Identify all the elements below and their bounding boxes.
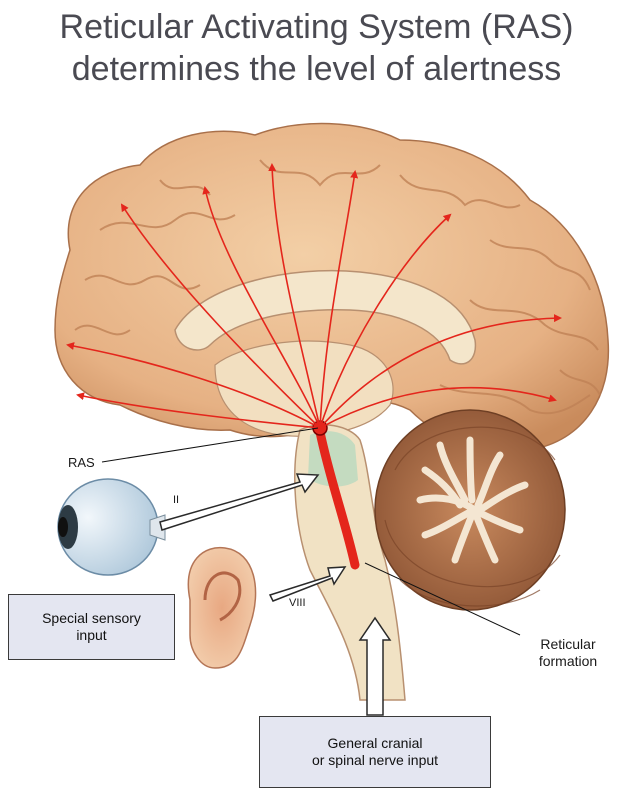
ras-label: RAS (68, 455, 95, 470)
special-sensory-line-2: input (76, 627, 107, 643)
input-arrows (159, 473, 392, 716)
eye-icon (57, 478, 166, 576)
nerve-viii-label: VIII (289, 597, 306, 609)
auditory-input-arrow (268, 566, 347, 602)
ear-icon (187, 546, 257, 669)
reticular-formation-label-line-2: formation (539, 653, 597, 669)
optic-input-arrow (159, 473, 320, 531)
general-cranial-line-1: General cranial (327, 735, 423, 751)
arbor-vitae (416, 436, 529, 564)
title-line-1: Reticular Activating System (RAS) (59, 8, 574, 46)
ras-leader-line (101, 427, 319, 463)
cerebellum-folia (384, 426, 561, 607)
diencephalon (214, 340, 394, 437)
general-cranial-input-box: General cranial or spinal nerve input (259, 716, 491, 788)
reticular-formation-label-line-1: Reticular (540, 636, 596, 652)
general-cranial-line-2: or spinal nerve input (311, 752, 439, 768)
title-line-2: determines the level of alertness (71, 50, 562, 88)
special-sensory-input-box: Special sensory input (8, 594, 175, 660)
spinal-input-arrow (358, 616, 392, 716)
corpus-callosum (174, 269, 477, 365)
diagram-title: Reticular Activating System (RAS) determ… (0, 6, 633, 90)
special-sensory-line-1: Special sensory (42, 610, 141, 626)
reticular-leader-line (364, 562, 521, 636)
reticular-column (315, 427, 360, 570)
ascending-pathways (66, 163, 562, 429)
nerve-ii-label: II (173, 494, 179, 506)
